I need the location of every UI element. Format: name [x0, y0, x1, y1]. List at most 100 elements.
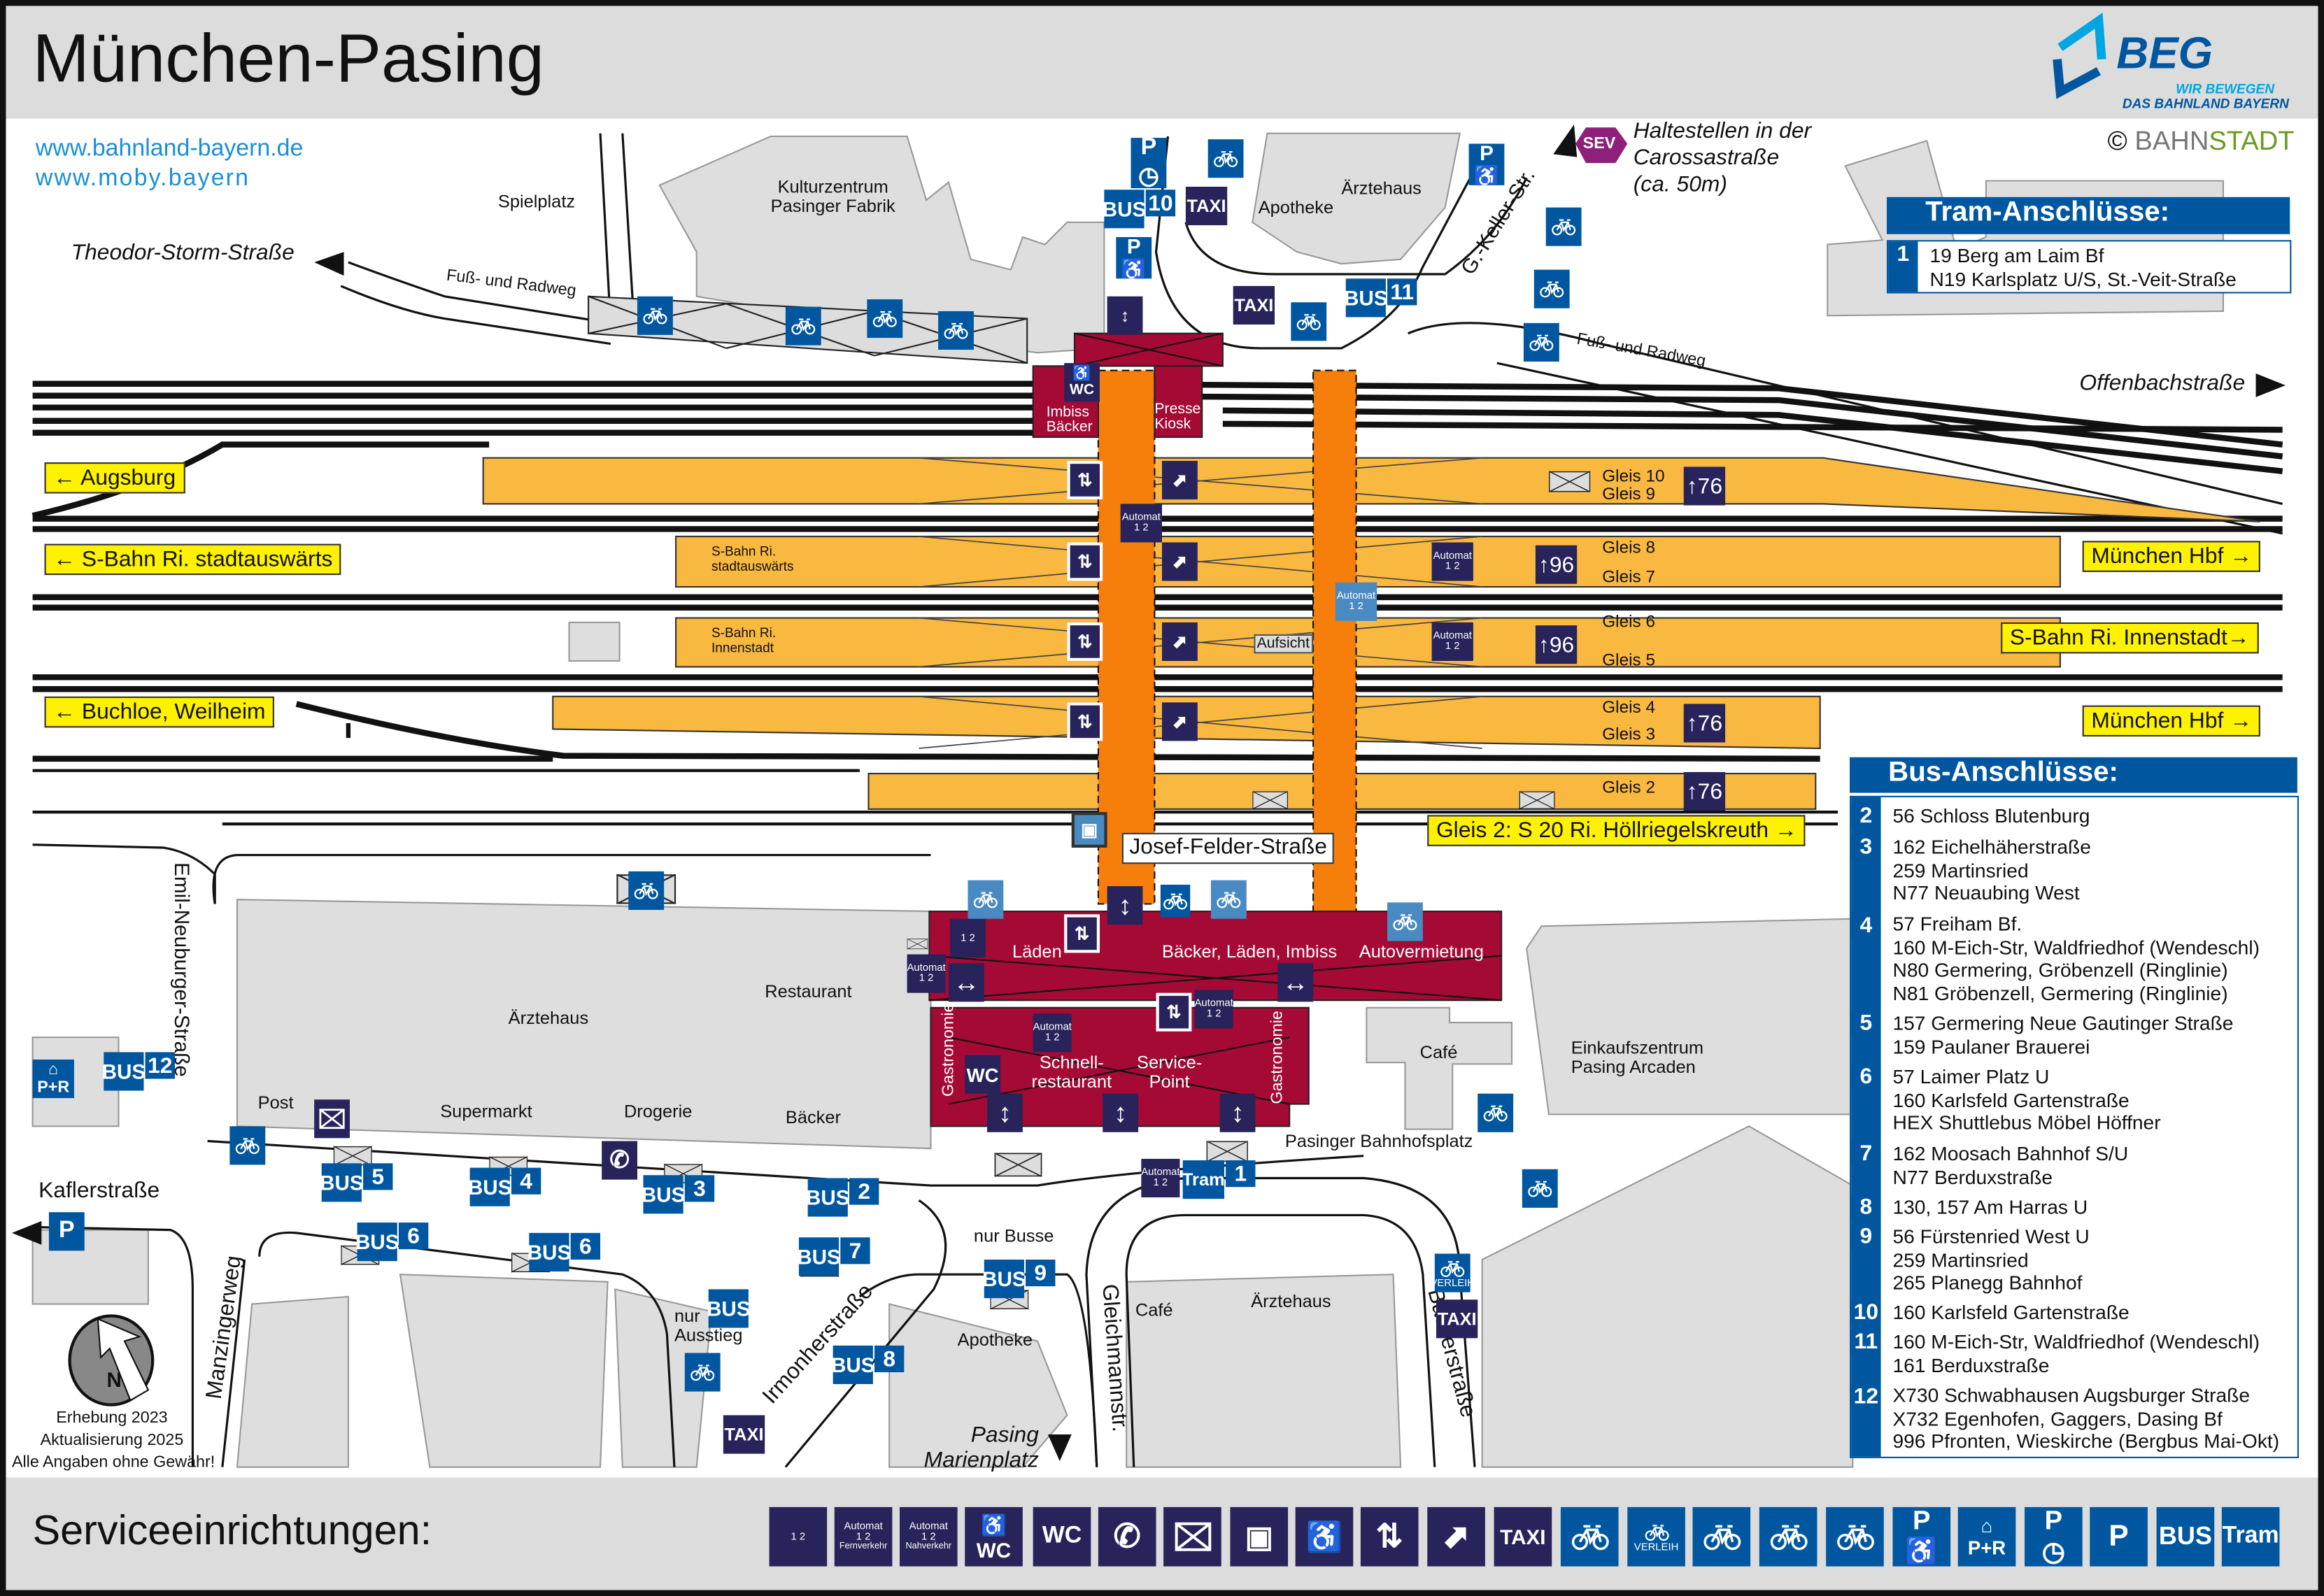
- label-autovermietung: Autovermietung: [1359, 941, 1484, 962]
- step-count: 96: [1549, 632, 1575, 657]
- place-drogerie: Drogerie: [623, 1101, 693, 1122]
- pr-label: P+R: [1967, 1537, 2006, 1560]
- wc-label: WC: [976, 1537, 1012, 1562]
- ev-charging-parking-icon: P: [48, 1212, 85, 1251]
- bus-stop-number: 9: [1851, 1224, 1881, 1250]
- link-bahnland[interactable]: www.bahnland-bayern.de: [35, 136, 304, 162]
- taxi-icon: TAXI: [723, 1415, 765, 1454]
- bus-label: BUS: [102, 1052, 146, 1091]
- bike-icon: [1160, 884, 1191, 918]
- bus-stop-exit-only: BUS: [707, 1289, 751, 1328]
- beg-logo-mark: [2053, 13, 2106, 99]
- gleis-5: Gleis 5: [1602, 652, 1656, 670]
- elevator-icon: ⇅: [1067, 622, 1103, 662]
- bus-stop-number: 12: [145, 1052, 175, 1079]
- bike-icon: [684, 1353, 721, 1392]
- bus-label: BUS: [468, 1167, 512, 1206]
- place-cafe-right: Café: [1419, 1041, 1458, 1063]
- automat-label: Automat: [1433, 631, 1472, 642]
- bus-line: 996 Pfronten, Wieskirche (Bergbus Mai-Ok…: [1892, 1430, 2280, 1453]
- nahverkehr-label: Nahverkehr: [905, 1542, 952, 1552]
- legend-bike-parking-icon: [1759, 1506, 1818, 1567]
- bus-stop-number: 2: [1851, 803, 1881, 829]
- bike-icon: [628, 871, 665, 910]
- p-label: P: [1126, 237, 1141, 257]
- place-restaurant: Restaurant: [765, 981, 852, 1002]
- bus-stop-number: 4: [1851, 913, 1881, 939]
- marienplatz-line: Pasing: [970, 1423, 1039, 1448]
- street-arrows: [11, 124, 2286, 1462]
- taxi-icon: TAXI: [1436, 1299, 1478, 1339]
- direction-augsburg: ← Augsburg: [44, 462, 185, 494]
- place-aerztehaus-bottom: Ärztehaus: [1251, 1290, 1331, 1312]
- passage-leftright-icon: ↔: [1277, 963, 1314, 1002]
- place-supermarkt: Supermarkt: [440, 1101, 532, 1122]
- wc-icon: WC: [965, 1055, 1001, 1094]
- legend-tram-icon: Tram: [2221, 1506, 2280, 1567]
- schnell-line: restaurant: [1031, 1071, 1112, 1092]
- bus-line: 57 Freiham Bf.: [1892, 913, 2022, 935]
- street-kafler: Kaflerstraße: [38, 1178, 160, 1204]
- ticket-label: 1 2: [1044, 1032, 1060, 1043]
- stairs-updown-icon: ↕: [1219, 1093, 1256, 1132]
- bus-line: 162 Eichelhäherstraße: [1892, 836, 2091, 858]
- bike-icon: [229, 1126, 266, 1165]
- gleis-3: Gleis 3: [1602, 726, 1656, 744]
- legend-phone-icon: ✆: [1098, 1506, 1156, 1567]
- legend-parking-accessible-icon: P♿: [1892, 1506, 1951, 1567]
- gleis-10: Gleis 10: [1602, 468, 1665, 486]
- bus-line: N80 Germering, Gröbenzell (Ringlinie): [1892, 958, 2228, 981]
- link-moby[interactable]: www.moby.bayern: [35, 166, 250, 192]
- p-label: P: [59, 1218, 75, 1244]
- bike-icon: [1291, 302, 1327, 341]
- bus-line: 56 Fürstenried West U: [1892, 1225, 2090, 1248]
- sbahn-in-line: Innenstadt: [711, 640, 774, 655]
- step-count: 76: [1697, 778, 1723, 804]
- legend-wc-accessible-icon: ♿WC: [965, 1506, 1023, 1567]
- bus-line: 130, 157 Am Harras U: [1892, 1195, 2088, 1218]
- bus-stop-number: 9: [1026, 1260, 1056, 1287]
- bus-stop-number: 8: [874, 1345, 905, 1373]
- stairs-updown-icon: ↕: [987, 1093, 1023, 1132]
- bus-line: N77 Berduxstraße: [1892, 1165, 2053, 1188]
- bus-label: BUS: [1103, 190, 1146, 229]
- bus-stop-number: 8: [1851, 1194, 1881, 1220]
- bus-stop-number: 12: [1851, 1384, 1881, 1410]
- bus-line: 259 Martinsried: [1892, 1248, 2029, 1271]
- escalator-icon: ⬈: [1161, 622, 1198, 662]
- label-service-point: Service-Point: [1137, 1053, 1202, 1093]
- beg-logo-text: BEG: [2116, 29, 2213, 79]
- bus-line: 259 Martinsried: [1892, 858, 2029, 881]
- beg-tagline-1: WIR BEWEGEN: [2176, 81, 2275, 97]
- escalator-icon: ⬈: [1161, 460, 1198, 500]
- sev-badge: SEV: [1582, 134, 1616, 153]
- bike-icon: [1523, 322, 1559, 362]
- bus-panel-title: Bus-Anschlüsse:: [1888, 757, 2118, 789]
- bus-panel: 2 56 Schloss Blutenburg 3 162 Eichelhähe…: [1850, 795, 2299, 1458]
- sbahn-out-line: S-Bahn Ri.: [711, 543, 777, 559]
- bus-stop-number: 5: [363, 1163, 393, 1190]
- automat-label: Automat: [1033, 1023, 1072, 1033]
- step-count-icon: ↑76: [1683, 771, 1726, 811]
- bus-label: BUS: [982, 1260, 1026, 1299]
- elevator-icon: ⇅: [1156, 992, 1192, 1032]
- bus-stop-number: 3: [684, 1175, 715, 1202]
- bus-row: 57 Freiham Bf.160 M-Eich-Str, Waldfriedh…: [1892, 913, 2260, 1004]
- label-laeden: Läden: [1012, 941, 1062, 962]
- beg-tagline-2: DAS BAHNLAND BAYERN: [2122, 96, 2289, 111]
- label-gastronomie-left: Gastronomie: [940, 1003, 958, 1097]
- bus-label: BUS: [831, 1345, 875, 1385]
- street-offenbach: Offenbachstraße: [2079, 370, 2246, 396]
- step-count: 96: [1549, 552, 1575, 578]
- imbiss-line: Bäcker: [1046, 419, 1093, 436]
- bike-parking-icon: [1210, 880, 1247, 919]
